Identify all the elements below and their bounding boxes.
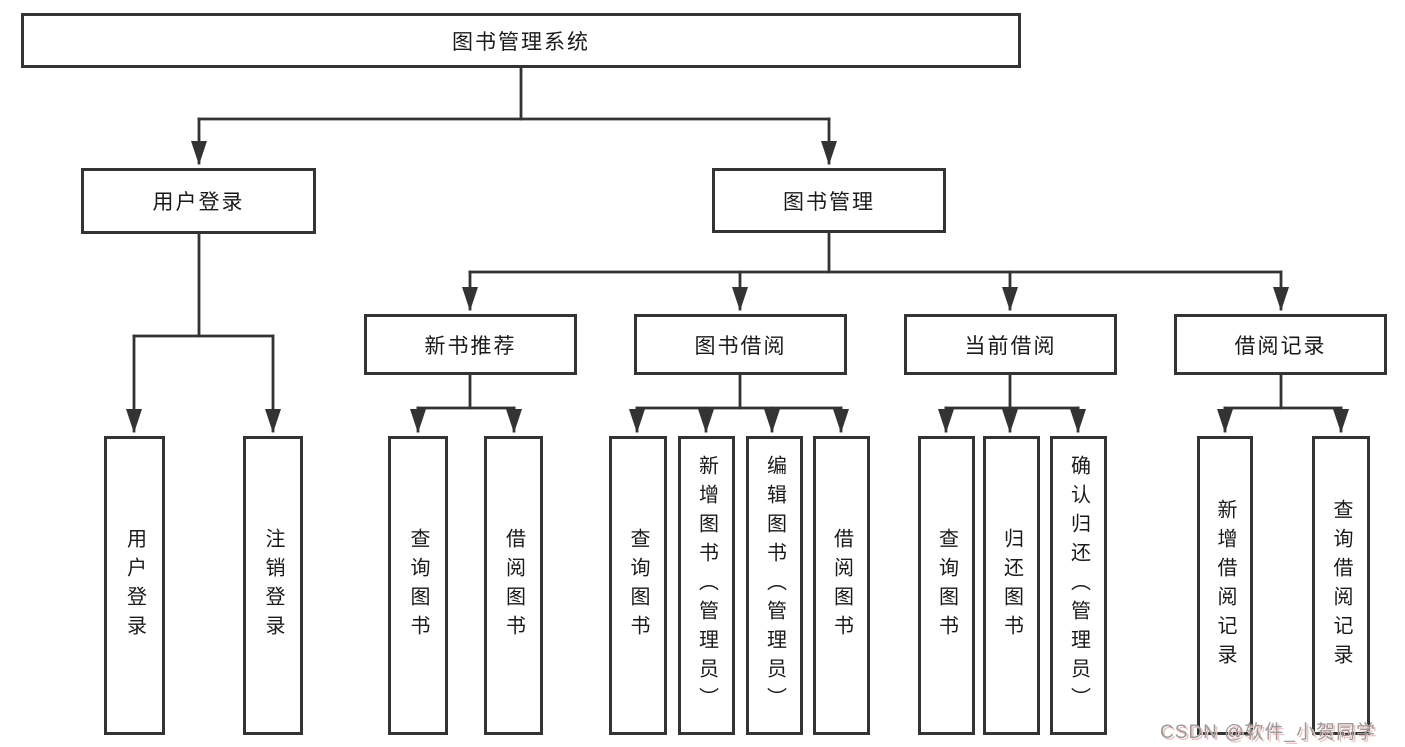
leaf-label: 编辑图书（管理员） bbox=[763, 455, 786, 716]
node-new-book-recommend: 新书推荐 bbox=[364, 314, 577, 375]
leaf-label: 借阅图书 bbox=[830, 527, 853, 644]
leaf-query-books-recommend: 查询图书 bbox=[388, 436, 448, 735]
leaf-label: 注销登录 bbox=[262, 527, 284, 644]
leaf-query-borrow-record: 查询借阅记录 bbox=[1312, 436, 1370, 735]
leaf-label: 新增图书（管理员） bbox=[695, 455, 718, 716]
node-borrowing-records: 借阅记录 bbox=[1174, 314, 1387, 375]
leaf-user-login: 用户登录 bbox=[104, 436, 165, 735]
node-current-borrowing: 当前借阅 bbox=[904, 314, 1117, 375]
leaf-label: 查询借阅记录 bbox=[1330, 498, 1352, 673]
leaf-label: 用户登录 bbox=[123, 527, 146, 644]
leaf-label: 借阅图书 bbox=[502, 527, 525, 644]
node-book-management-system: 图书管理系统 bbox=[21, 13, 1021, 68]
leaf-label: 确认归还（管理员） bbox=[1067, 455, 1090, 716]
watermark: CSDN @软件_小贺同学 bbox=[1160, 722, 1376, 743]
node-book-borrowing: 图书借阅 bbox=[634, 314, 847, 375]
leaf-confirm-return-admin: 确认归还（管理员） bbox=[1050, 436, 1107, 735]
leaf-label: 归还图书 bbox=[1000, 527, 1023, 644]
leaf-label: 查询图书 bbox=[407, 527, 429, 644]
leaf-query-books-current: 查询图书 bbox=[918, 436, 975, 735]
leaf-label: 查询图书 bbox=[627, 527, 649, 644]
leaf-add-borrow-record: 新增借阅记录 bbox=[1197, 436, 1253, 735]
leaf-return-books: 归还图书 bbox=[983, 436, 1040, 735]
node-user-login: 用户登录 bbox=[81, 168, 316, 234]
leaf-edit-books-admin: 编辑图书（管理员） bbox=[746, 436, 803, 735]
leaf-label: 查询图书 bbox=[935, 527, 958, 644]
leaf-label: 新增借阅记录 bbox=[1214, 498, 1236, 673]
node-book-management: 图书管理 bbox=[712, 168, 946, 233]
leaf-query-books-borrowing: 查询图书 bbox=[609, 436, 667, 735]
leaf-borrow-books-recommend: 借阅图书 bbox=[484, 436, 543, 735]
leaf-borrow-books-borrowing: 借阅图书 bbox=[813, 436, 870, 735]
leaf-add-books-admin: 新增图书（管理员） bbox=[678, 436, 735, 735]
leaf-logout: 注销登录 bbox=[243, 436, 303, 735]
